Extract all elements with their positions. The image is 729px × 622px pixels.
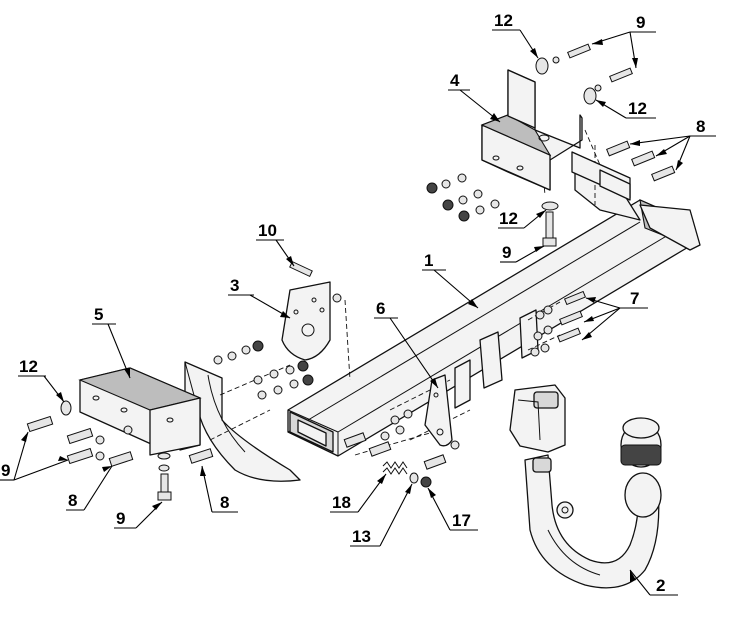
- label-7: 7: [630, 289, 639, 308]
- label-8-left: 8: [68, 491, 77, 510]
- label-17: 17: [452, 511, 471, 530]
- bracket-6: [424, 374, 453, 447]
- label-12-left: 12: [19, 357, 38, 376]
- callout-numbers: 1 2 3 4 5 6 7 8 9 12 12 12 9 10 12 9 8 9…: [1, 11, 705, 595]
- label-9-bottom: 9: [116, 509, 125, 528]
- spring-18: [382, 461, 408, 475]
- label-12-right: 12: [628, 99, 647, 118]
- bolt-10: [289, 260, 342, 303]
- right-ear-bracket: [571, 151, 631, 201]
- label-9-top: 9: [636, 13, 645, 32]
- label-9-mid: 9: [502, 243, 511, 262]
- label-2: 2: [656, 576, 665, 595]
- bolts-left-bracket: [26, 415, 214, 467]
- label-5: 5: [94, 305, 103, 324]
- label-6: 6: [376, 299, 385, 318]
- label-8-right: 8: [696, 117, 705, 136]
- bolts-9-top: [552, 43, 633, 92]
- label-8-bottom: 8: [220, 493, 229, 512]
- label-3: 3: [230, 276, 239, 295]
- washers-12: [60, 57, 597, 416]
- tow-bar-left-leg: [184, 361, 301, 482]
- bolts-8-right: [606, 140, 676, 182]
- callout-leaders: [0, 29, 716, 596]
- bolt-9-bottom: [157, 452, 172, 501]
- label-18: 18: [332, 493, 351, 512]
- nuts-left: [213, 340, 314, 400]
- bracket-4: [480, 69, 583, 191]
- label-10: 10: [258, 221, 277, 240]
- label-9-left: 9: [1, 461, 10, 480]
- callout-arrowheads: [21, 39, 683, 582]
- bolts-center: [343, 409, 460, 470]
- bolt-9-mid: [542, 211, 557, 247]
- bracket-5: [78, 367, 202, 456]
- washer-13-nut-17: [409, 472, 432, 488]
- bracket-3-socket-plate: [281, 281, 331, 361]
- ball-neck-assembly: [509, 384, 662, 589]
- label-12-top: 12: [494, 11, 513, 30]
- tow-bar-crossbeam: [287, 164, 701, 457]
- label-13: 13: [352, 527, 371, 546]
- bolts-7: [530, 290, 587, 357]
- label-1: 1: [424, 251, 433, 270]
- label-12-mid: 12: [499, 209, 518, 228]
- nuts-upper-bracket: [426, 173, 500, 222]
- label-4: 4: [450, 71, 460, 90]
